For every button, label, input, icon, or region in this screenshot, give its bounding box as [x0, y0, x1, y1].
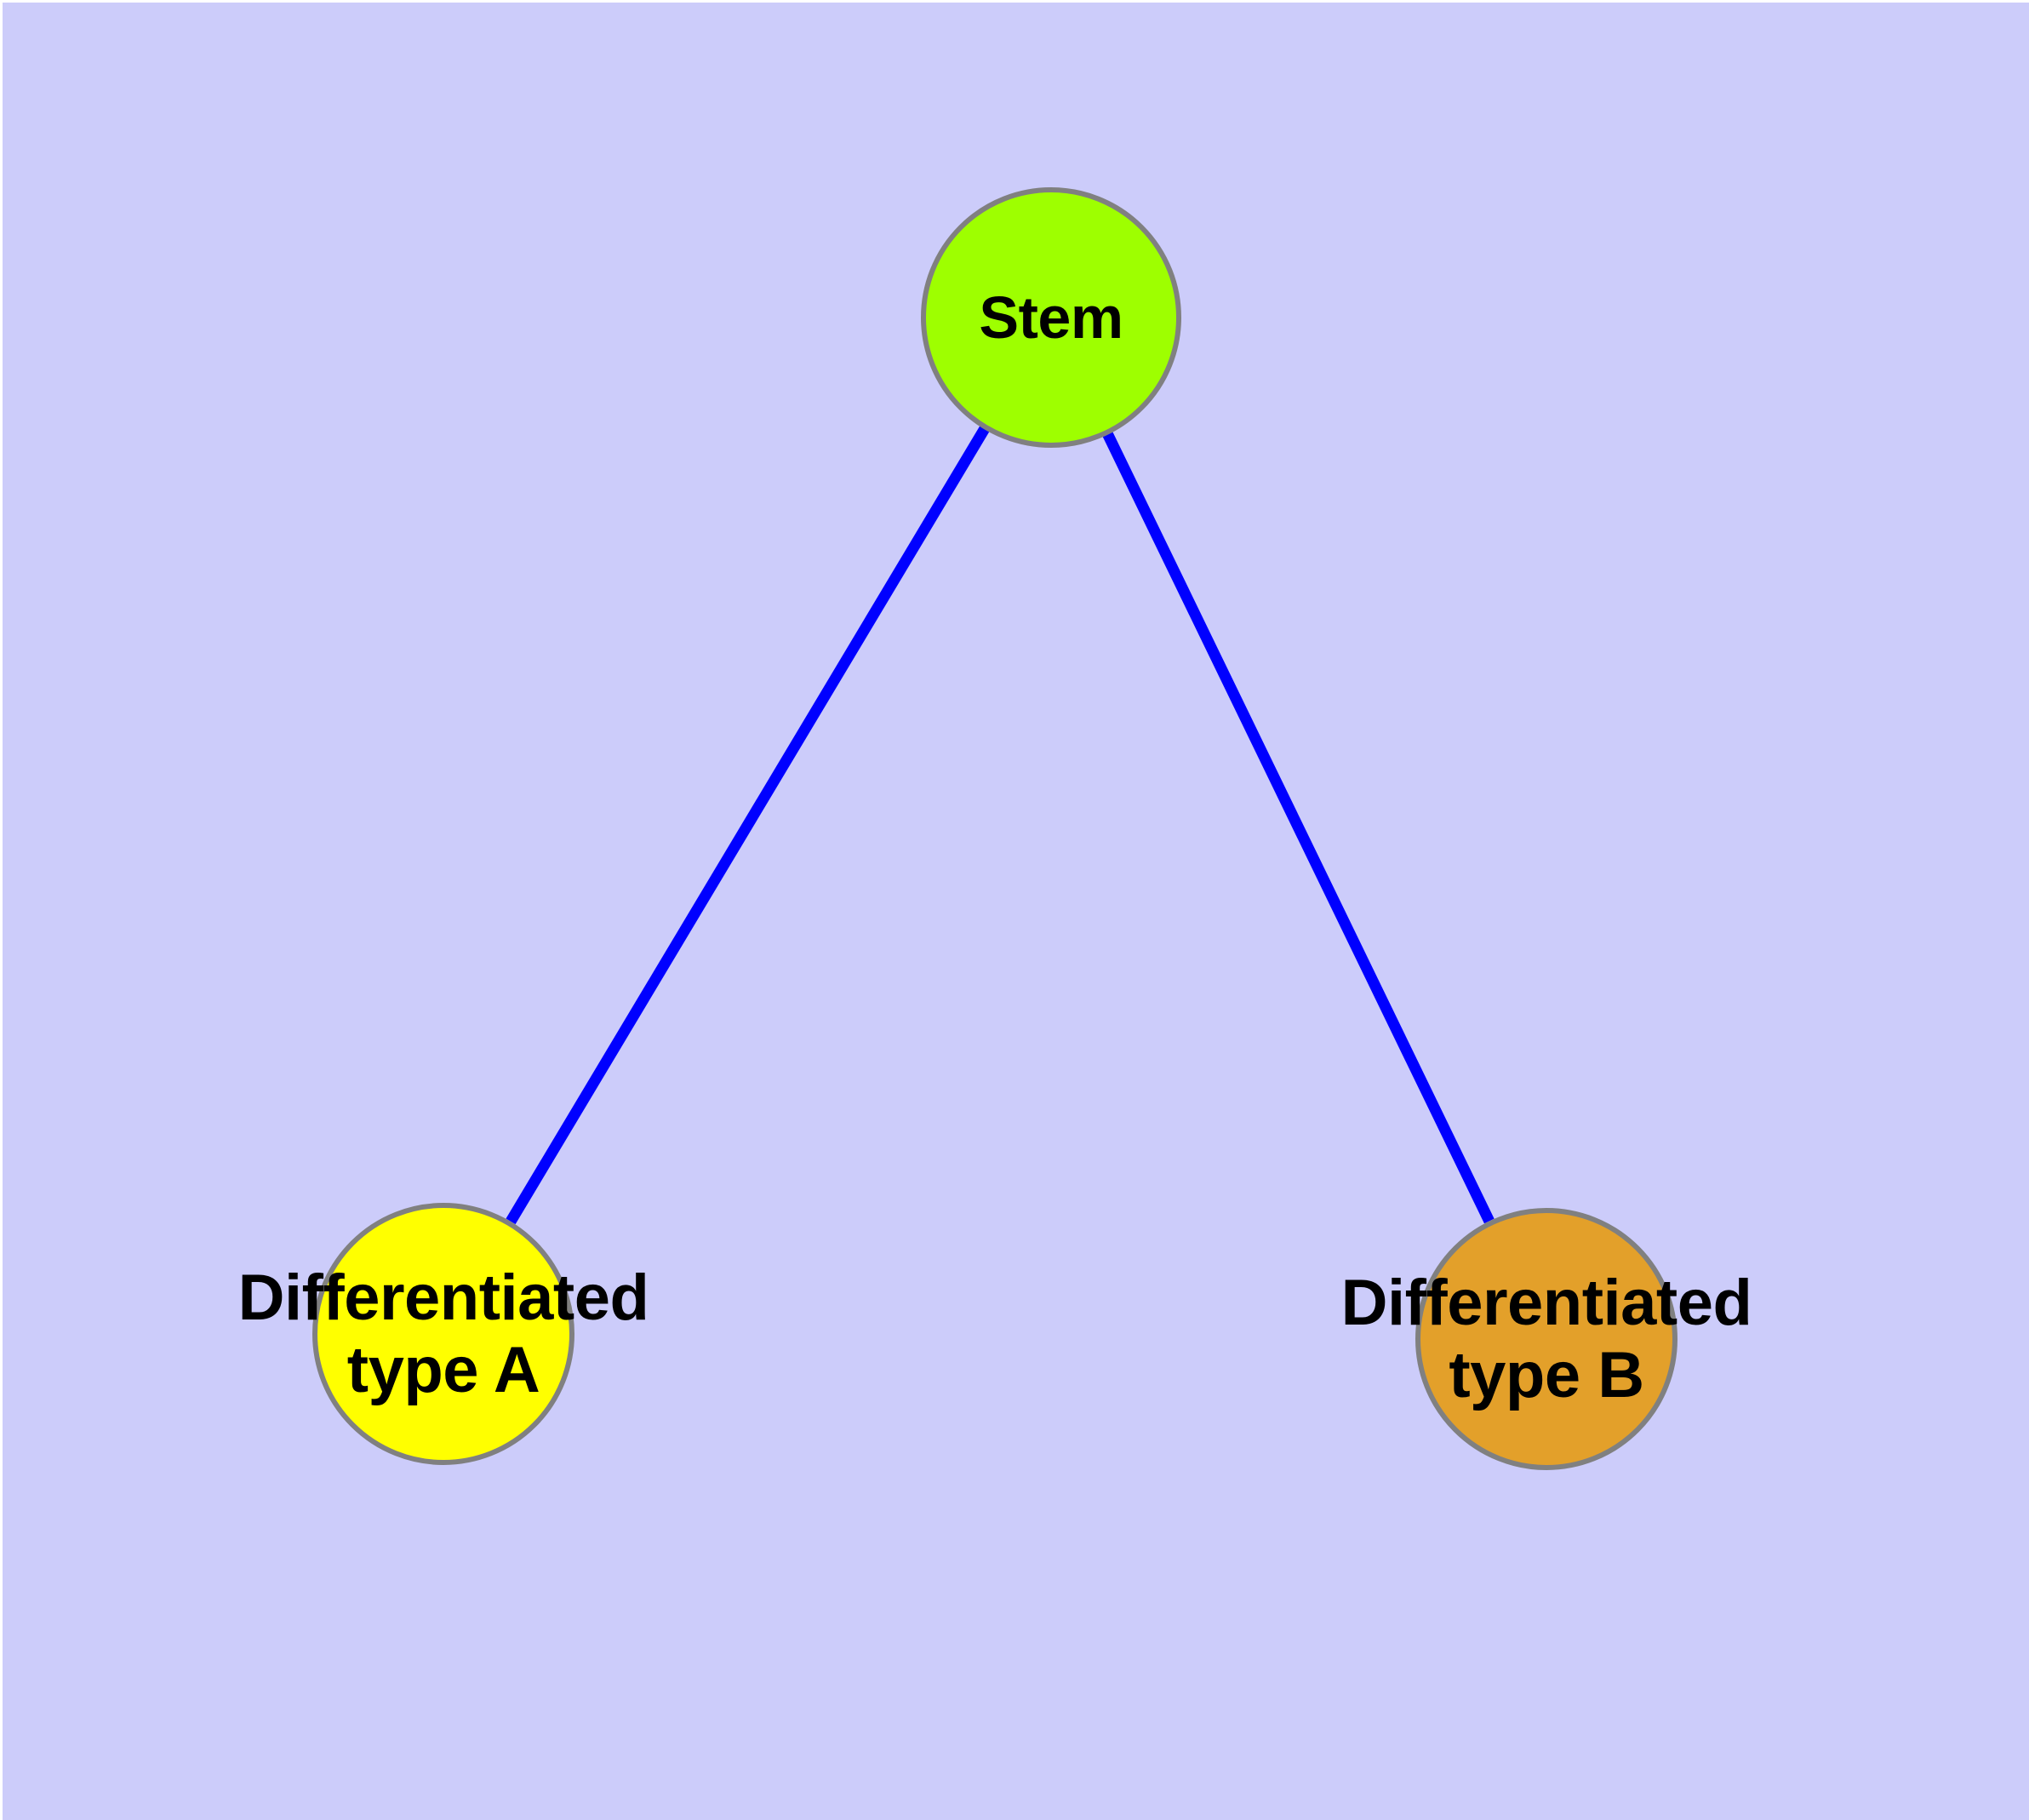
node-circle-diff-a[interactable] — [312, 1203, 574, 1465]
node-circle-stem[interactable] — [921, 187, 1181, 448]
edge-stem-diff-b — [1046, 315, 1495, 1224]
node-circle-diff-b[interactable] — [1415, 1208, 1677, 1470]
node-layer — [312, 187, 1677, 1470]
edge-stem-diff-a — [506, 314, 1056, 1225]
edge-layer — [506, 314, 1495, 1225]
